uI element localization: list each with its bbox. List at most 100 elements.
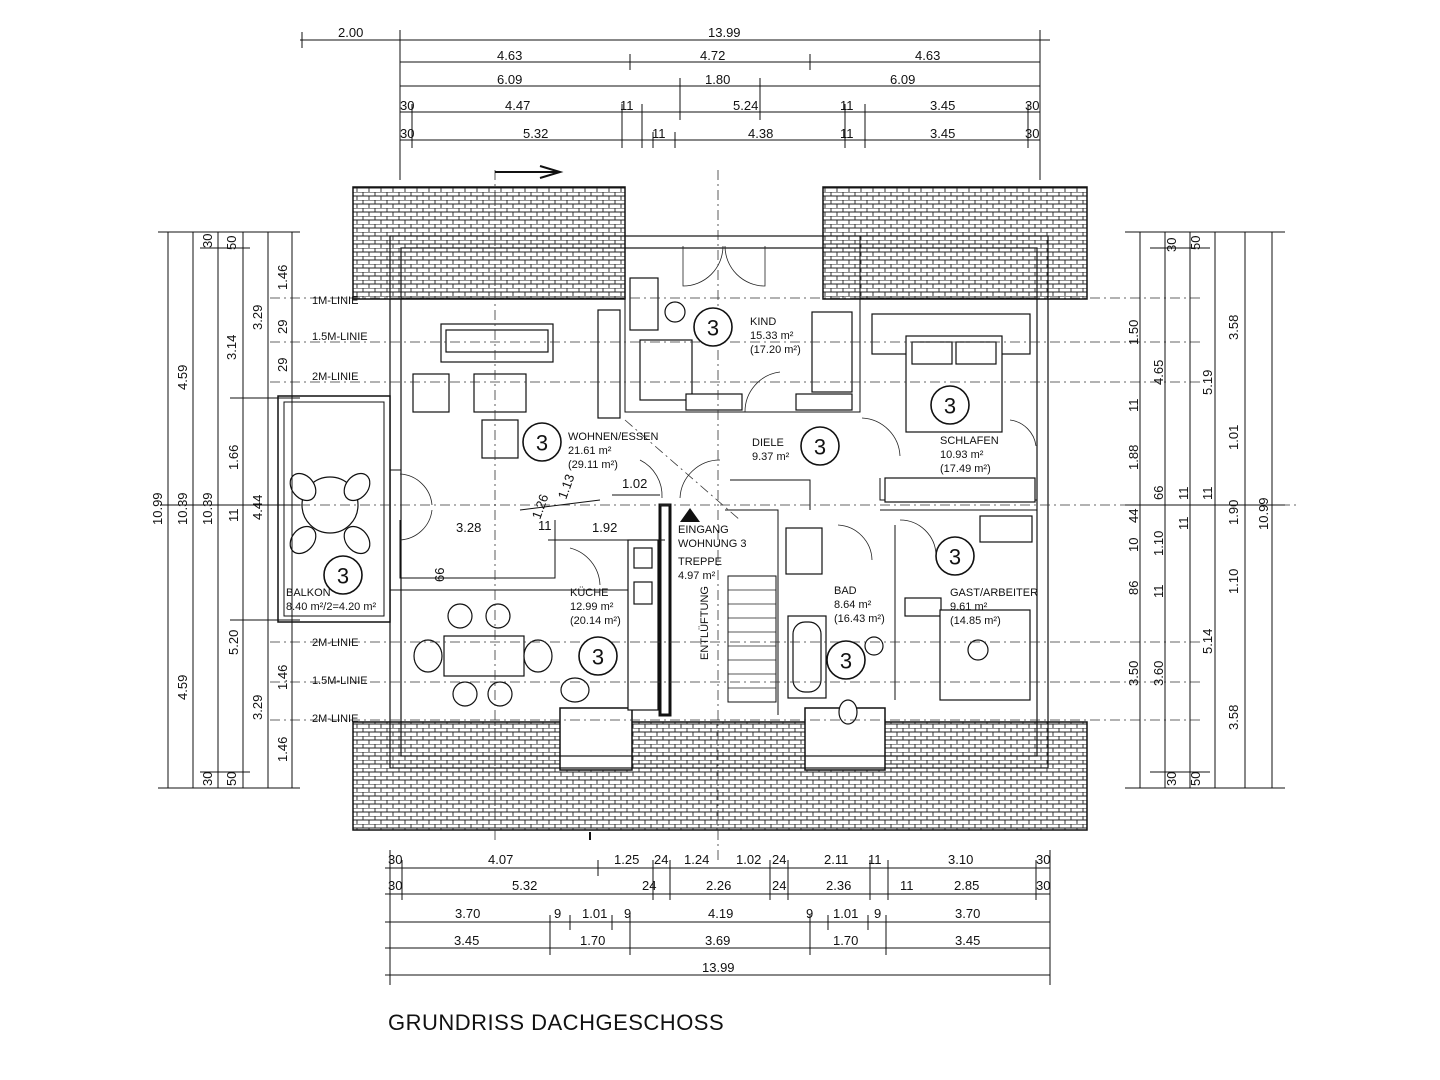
axis-lines bbox=[240, 170, 1300, 860]
dim-top-r5-30a: 30 bbox=[400, 126, 414, 141]
dimensions-left: 10.99 4.59 10.39 3.14 10.39 3.29 1.46 29… bbox=[150, 231, 660, 789]
dim-left-50-top: 50 bbox=[224, 236, 239, 250]
dim-right-5-14: 5.14 bbox=[1200, 629, 1215, 654]
dim-top-5-32: 5.32 bbox=[523, 126, 548, 141]
svg-text:3: 3 bbox=[707, 316, 719, 341]
dim-bot-3-10: 3.10 bbox=[948, 852, 973, 867]
room-area2-kueche: (20.14 m²) bbox=[570, 615, 621, 627]
dim-bot-4-19: 4.19 bbox=[708, 906, 733, 921]
dim-left-10-39-b: 10.39 bbox=[200, 492, 215, 525]
dim-top-4-38: 4.38 bbox=[748, 126, 773, 141]
dim-int-3-28: 3.28 bbox=[456, 520, 481, 535]
dim-top-r5-11a: 11 bbox=[652, 126, 666, 141]
dim-top-r5-11b: 11 bbox=[840, 126, 854, 141]
dim-bot-2-11: 2.11 bbox=[824, 852, 848, 867]
svg-text:3: 3 bbox=[944, 394, 956, 419]
doors bbox=[399, 245, 1037, 586]
dim-bot-r3-9b: 9 bbox=[624, 906, 631, 921]
dim-right-3-58-a: 3.58 bbox=[1226, 315, 1241, 340]
dim-right-11-a: 11 bbox=[1126, 399, 1141, 413]
dim-bot-r1-11: 11 bbox=[868, 852, 882, 867]
room-area2-bad: (16.43 m²) bbox=[834, 613, 885, 625]
dim-bot-3-70-a: 3.70 bbox=[455, 906, 480, 921]
unit-marker-diele: 3 bbox=[800, 426, 840, 466]
unit-marker-kueche: 3 bbox=[578, 636, 618, 676]
dim-bot-r2-24a: 24 bbox=[642, 878, 656, 893]
svg-text:3: 3 bbox=[949, 545, 961, 570]
roof-top-left bbox=[352, 186, 626, 300]
unit-markers: 3 3 3 3 3 3 3 3 bbox=[323, 307, 975, 680]
room-area-diele: 9.37 m² bbox=[752, 451, 790, 463]
room-area2-wohnen: (29.11 m²) bbox=[568, 459, 618, 471]
dim-right-4-65: 4.65 bbox=[1151, 360, 1166, 385]
label-2m-line-bottom-2: 2M-LINIE bbox=[312, 713, 358, 725]
label-1m-line-top: 1M-LINIE bbox=[312, 295, 358, 307]
dim-left-3-29-a: 3.29 bbox=[250, 305, 265, 330]
dim-bot-3-69: 3.69 bbox=[705, 933, 730, 948]
dim-right-30-bot: 30 bbox=[1164, 772, 1179, 786]
room-area-kueche: 12.99 m² bbox=[570, 601, 614, 613]
dim-right-1-88: 1.88 bbox=[1126, 445, 1141, 470]
room-name-balkon: BALKON bbox=[286, 587, 331, 599]
label-15m-line-bottom: 1.5M-LINIE bbox=[312, 675, 368, 687]
dim-top-r4-11a: 11 bbox=[620, 98, 634, 113]
dim-right-3-60: 3.60 bbox=[1151, 661, 1166, 686]
room-area-bad: 8.64 m² bbox=[834, 599, 872, 611]
label-15m-line-top: 1.5M-LINIE bbox=[312, 331, 368, 343]
dim-right-1-90: 1.90 bbox=[1226, 500, 1241, 525]
dim-right-44: 44 bbox=[1126, 509, 1141, 523]
dim-top-4-72: 4.72 bbox=[700, 48, 725, 63]
dim-left-4-59-a: 4.59 bbox=[175, 365, 190, 390]
dim-right-86: 86 bbox=[1126, 581, 1141, 595]
dim-left-1-46-a: 1.46 bbox=[275, 265, 290, 290]
dim-right-50-bot: 50 bbox=[1188, 772, 1203, 786]
dim-right-66: 66 bbox=[1151, 486, 1166, 500]
dim-bot-r3-9c: 9 bbox=[806, 906, 813, 921]
dim-right-11-e: 11 bbox=[1176, 487, 1191, 501]
svg-text:3: 3 bbox=[592, 645, 604, 670]
dim-left-3-29-b: 3.29 bbox=[250, 695, 265, 720]
unit-marker-kind: 3 bbox=[693, 307, 733, 347]
dim-left-10-99: 10.99 bbox=[150, 492, 165, 525]
dim-top-5-24: 5.24 bbox=[733, 98, 758, 113]
dim-right-3-50: 3.50 bbox=[1126, 661, 1141, 686]
dim-bot-1-70-b: 1.70 bbox=[833, 933, 858, 948]
dim-bot-3-45-a: 3.45 bbox=[454, 933, 479, 948]
dim-bot-1-02: 1.02 bbox=[736, 852, 761, 867]
stair-vent-label: ENTLÜFTUNG bbox=[699, 586, 711, 660]
dim-int-11: 11 bbox=[538, 518, 552, 533]
dim-bot-2-36: 2.36 bbox=[826, 878, 851, 893]
dim-top-13-99: 13.99 bbox=[708, 25, 741, 40]
dimensions-bottom: 30 4.07 1.25 24 1.24 1.02 24 2.11 11 3.1… bbox=[385, 850, 1051, 985]
dormer-window-left bbox=[559, 707, 633, 771]
roof-overhangs bbox=[352, 186, 1088, 831]
dim-top-4-63-a: 4.63 bbox=[497, 48, 522, 63]
room-name-wohnen: WOHNEN/ESSEN bbox=[568, 431, 659, 443]
unit-marker-gast: 3 bbox=[935, 536, 975, 576]
dim-bot-4-07: 4.07 bbox=[488, 852, 513, 867]
room-area-kind: 15.33 m² bbox=[750, 330, 794, 342]
dim-left-50-bot: 50 bbox=[224, 772, 239, 786]
dim-left-11: 11 bbox=[226, 509, 241, 523]
room-name-schlafen: SCHLAFEN bbox=[940, 435, 999, 447]
dim-left-4-44: 4.44 bbox=[250, 495, 265, 520]
dim-right-11-b: 11 bbox=[1200, 487, 1215, 501]
room-name-kueche: KÜCHE bbox=[570, 587, 609, 599]
dim-right-50-top: 50 bbox=[1188, 236, 1203, 250]
dim-top-4-47: 4.47 bbox=[505, 98, 530, 113]
dim-right-5-19: 5.19 bbox=[1200, 370, 1215, 395]
stair-label-3: TREPPE bbox=[678, 556, 722, 568]
stair-label-2: WOHNUNG 3 bbox=[678, 538, 746, 550]
dim-bot-1-01-b: 1.01 bbox=[833, 906, 858, 921]
room-area2-gast: (14.85 m²) bbox=[950, 615, 1001, 627]
dim-right-30-top: 30 bbox=[1164, 238, 1179, 252]
roof-top-right bbox=[822, 186, 1088, 300]
room-area-balkon: 8.40 m²/2=4.20 m² bbox=[286, 601, 377, 613]
dim-top-r4-11b: 11 bbox=[840, 98, 854, 113]
room-name-bad: BAD bbox=[834, 585, 857, 597]
dim-bot-r3-9d: 9 bbox=[874, 906, 881, 921]
dim-bot-3-70-b: 3.70 bbox=[955, 906, 980, 921]
dim-bot-r1-24b: 24 bbox=[772, 852, 786, 867]
dim-top-r4-30a: 30 bbox=[400, 98, 414, 113]
